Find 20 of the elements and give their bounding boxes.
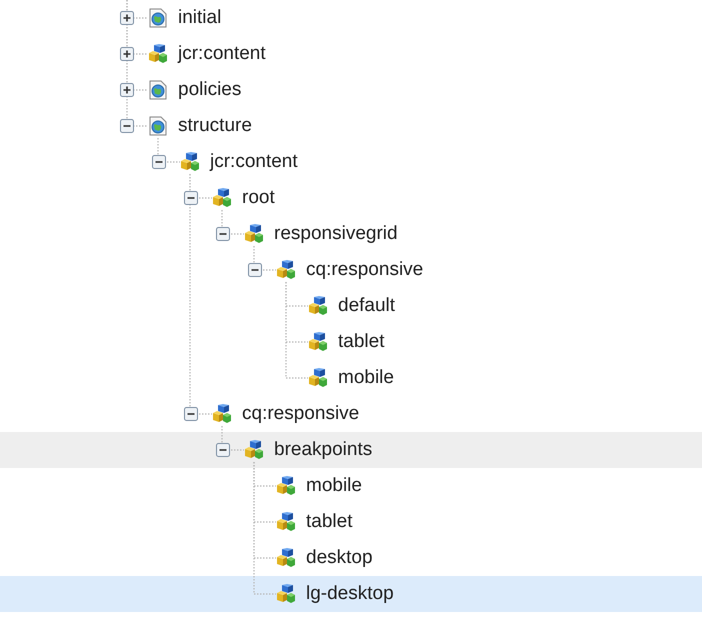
tree-item-label: policies	[178, 78, 242, 102]
tree-item-label: jcr:content	[178, 42, 266, 66]
tree-item-label: lg-desktop	[306, 582, 394, 606]
tree-connector	[253, 462, 276, 595]
tree-item-label: initial	[178, 6, 222, 30]
tree-connector	[285, 282, 308, 379]
tree-item-label: cq:responsive	[306, 258, 424, 282]
tree-item-label: default	[338, 294, 396, 318]
tree-item-label: cq:responsive	[242, 402, 360, 426]
tree-item-label: desktop	[306, 546, 373, 570]
tree-item-label: breakpoints	[274, 438, 372, 462]
tree-item-label: responsivegrid	[274, 222, 398, 246]
tree-item-label: root	[242, 186, 275, 210]
tree-item-label: mobile	[306, 474, 362, 498]
tree-connector	[189, 174, 212, 415]
tree-item-label: tablet	[306, 510, 352, 534]
tree-item-label: structure	[178, 114, 252, 138]
tree-item-label: jcr:content	[210, 150, 298, 174]
tree-item-label: tablet	[338, 330, 384, 354]
tree-item-label: mobile	[338, 366, 394, 390]
